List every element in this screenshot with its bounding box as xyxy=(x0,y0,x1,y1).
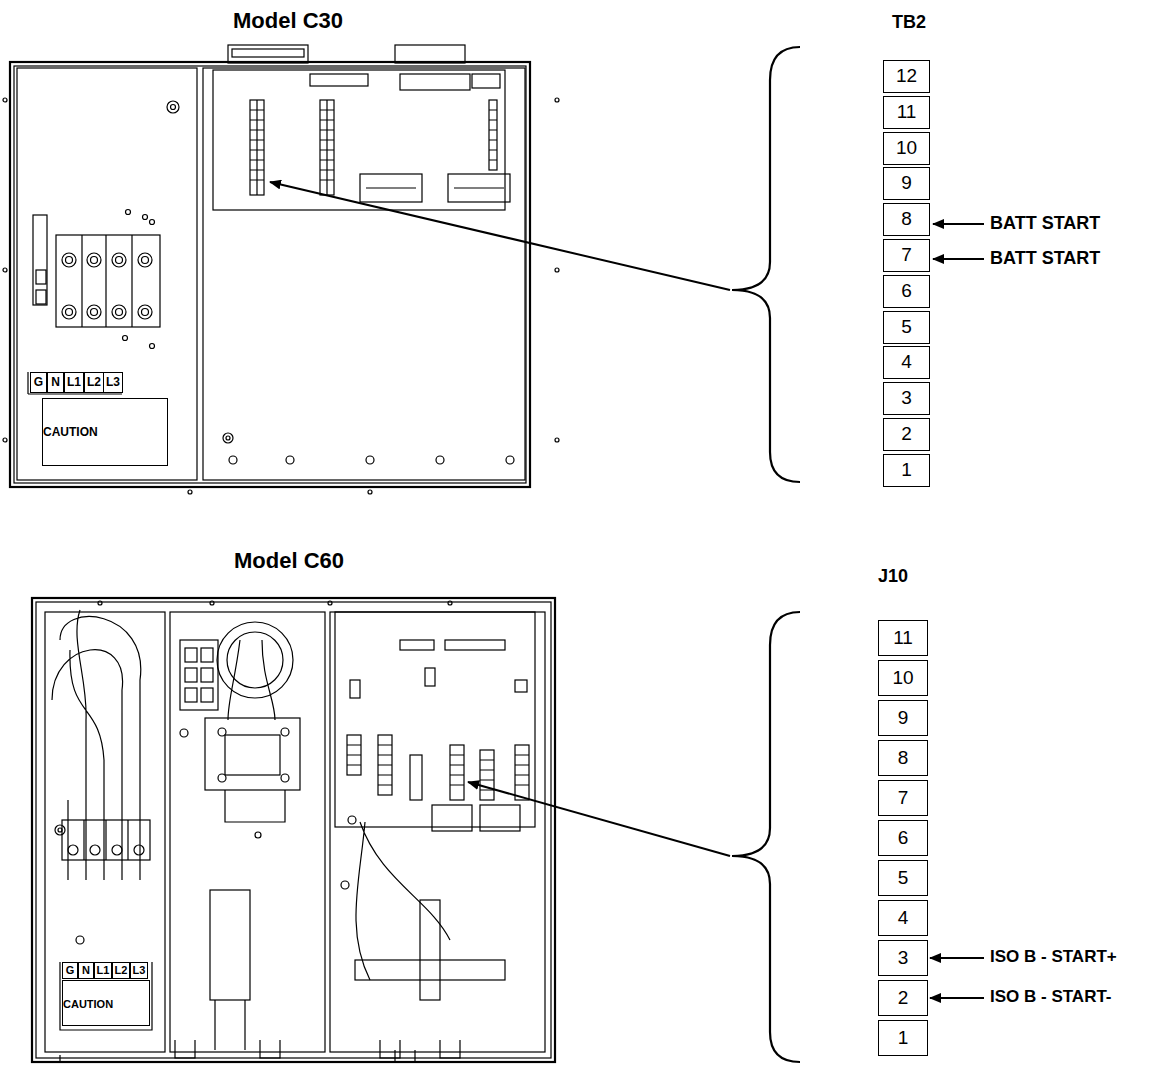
terminal-cell: 6 xyxy=(883,275,930,308)
terminal-cell: 8 xyxy=(883,203,930,236)
terminal-cell: 3 xyxy=(883,382,930,415)
node-text: L3 xyxy=(133,964,146,976)
node-text: G xyxy=(34,376,43,389)
node-text: 7 xyxy=(901,245,912,266)
terminal-cell: 11 xyxy=(878,620,928,656)
signal-name: BATT START xyxy=(990,248,1100,270)
node-text: G xyxy=(66,964,75,976)
signal-name: ISO B - START+ xyxy=(990,947,1117,967)
node-text: 8 xyxy=(898,748,909,769)
terminal-cell: 5 xyxy=(878,860,928,896)
node-text: N xyxy=(51,376,60,389)
connector-name: J10 xyxy=(878,566,908,588)
node-text: L1 xyxy=(97,964,110,976)
node-text: 11 xyxy=(893,628,913,649)
node-text: 6 xyxy=(898,828,909,849)
node-text: 1 xyxy=(901,460,912,481)
model-heading: Model C60 xyxy=(234,548,344,574)
supply-terminal-label: G xyxy=(30,372,47,393)
terminal-cell: 11 xyxy=(883,96,930,129)
supply-terminal-label: L2 xyxy=(84,372,104,393)
node-text: 7 xyxy=(898,788,909,809)
node-text: 2 xyxy=(898,988,909,1009)
connector-name: TB2 xyxy=(892,12,926,34)
terminal-cell: 1 xyxy=(878,1020,928,1056)
caution-label: CAUTION xyxy=(62,980,150,1026)
terminal-cell: 3 xyxy=(878,940,928,976)
node-text: 10 xyxy=(892,668,913,689)
node-text: 6 xyxy=(901,281,912,302)
terminal-cell: 8 xyxy=(878,740,928,776)
supply-terminal-label: L3 xyxy=(130,962,148,979)
node-text: 5 xyxy=(898,868,909,889)
supply-terminal-label: N xyxy=(78,962,94,979)
signal-name: BATT START xyxy=(990,213,1100,235)
node-text: 3 xyxy=(901,388,912,409)
model-heading: Model C30 xyxy=(233,8,343,34)
node-text: 10 xyxy=(896,138,917,159)
supply-terminal-label: N xyxy=(47,372,64,393)
terminal-cell: 7 xyxy=(883,239,930,272)
node-text: 9 xyxy=(901,173,912,194)
node-text: 11 xyxy=(897,102,917,123)
terminal-cell: 2 xyxy=(883,418,930,451)
terminal-cell: 9 xyxy=(883,167,930,200)
terminal-cell: 1 xyxy=(883,454,930,487)
node-text: 8 xyxy=(901,209,912,230)
node-text: 4 xyxy=(898,908,909,929)
node-text: 3 xyxy=(898,948,909,969)
node-text: 5 xyxy=(901,317,912,338)
node-text: 9 xyxy=(898,708,909,729)
node-text: 4 xyxy=(901,352,912,373)
terminal-cell: 4 xyxy=(883,346,930,379)
node-text: L3 xyxy=(106,376,120,389)
terminal-cell: 10 xyxy=(878,660,928,696)
node-text: 1 xyxy=(898,1028,909,1049)
supply-terminal-label: G xyxy=(62,962,78,979)
signal-name: ISO B - START- xyxy=(990,987,1112,1007)
terminal-cell: 9 xyxy=(878,700,928,736)
node-text: L2 xyxy=(87,376,101,389)
terminal-cell: 10 xyxy=(883,132,930,165)
caution-label: CAUTION xyxy=(42,398,168,466)
supply-terminal-label: L2 xyxy=(112,962,130,979)
terminal-cell: 4 xyxy=(878,900,928,936)
node-text: L2 xyxy=(115,964,128,976)
node-text: CAUTION xyxy=(63,998,113,1010)
node-text: 12 xyxy=(896,66,917,87)
supply-terminal-label: L1 xyxy=(94,962,112,979)
supply-terminal-label: L1 xyxy=(64,372,84,393)
terminal-cell: 7 xyxy=(878,780,928,816)
node-text: CAUTION xyxy=(43,426,98,439)
node-text: L1 xyxy=(67,376,81,389)
terminal-cell: 5 xyxy=(883,311,930,344)
node-text: N xyxy=(82,964,90,976)
terminal-cell: 6 xyxy=(878,820,928,856)
terminal-cell: 2 xyxy=(878,980,928,1016)
supply-terminal-label: L3 xyxy=(103,372,123,393)
terminal-cell: 12 xyxy=(883,60,930,93)
node-text: 2 xyxy=(901,424,912,445)
